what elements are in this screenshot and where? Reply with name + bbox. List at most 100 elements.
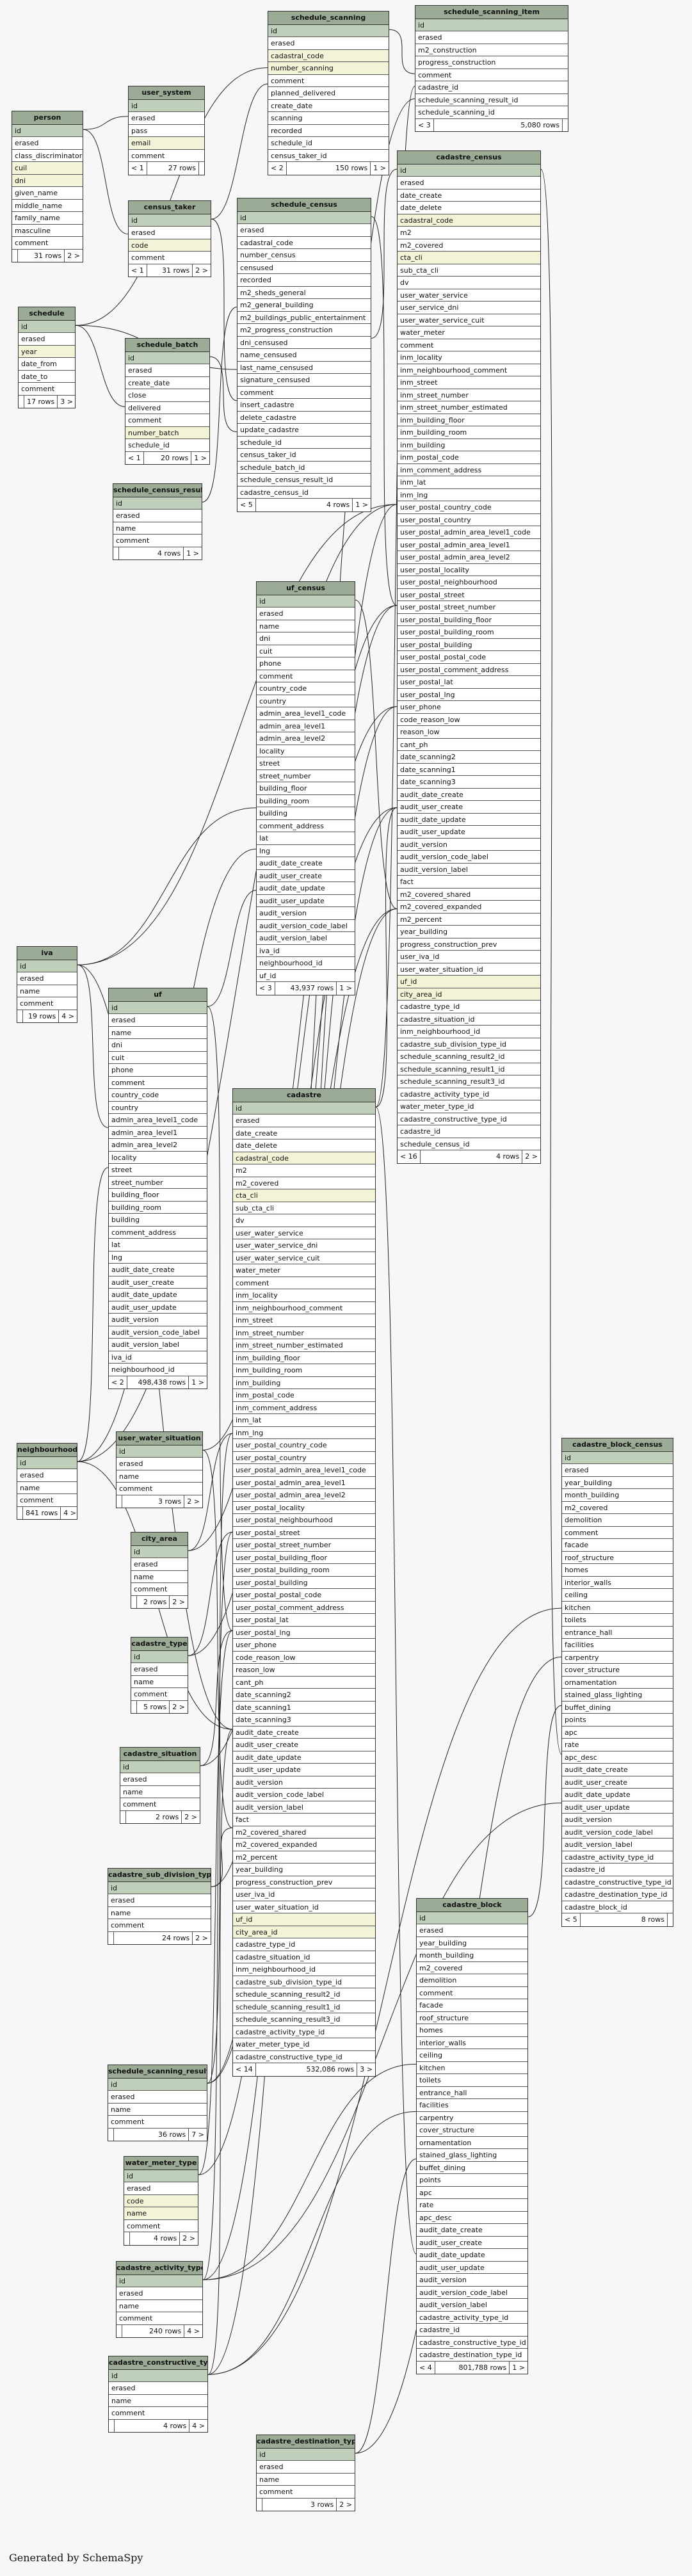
column-user-postal-building-room[interactable]: user_postal_building_room <box>233 1564 375 1577</box>
column-audit-version-code-label[interactable]: audit_version_code_label <box>417 2287 527 2299</box>
column-m2-progress-construction[interactable]: m2_progress_construction <box>237 324 371 337</box>
table-title[interactable]: iva <box>17 947 77 960</box>
column-admin-area-level2[interactable]: admin_area_level2 <box>257 732 355 745</box>
column-toilets[interactable]: toilets <box>562 1614 673 1627</box>
column-comment[interactable]: comment <box>117 1483 202 1495</box>
column-user-postal-building-room[interactable]: user_postal_building_room <box>398 626 540 639</box>
column-user-phone[interactable]: user_phone <box>398 701 540 714</box>
column-m2-percent[interactable]: m2_percent <box>398 914 540 926</box>
column-inm-building-room[interactable]: inm_building_room <box>233 1364 375 1377</box>
column-entrance-hall[interactable]: entrance_hall <box>562 1627 673 1639</box>
table-title[interactable]: user_water_situation <box>117 1432 202 1445</box>
column-audit-user-create[interactable]: audit_user_create <box>233 1739 375 1751</box>
column-apc-desc[interactable]: apc_desc <box>562 1751 673 1764</box>
column-facade[interactable]: facade <box>417 1999 527 2012</box>
column-m2[interactable]: m2 <box>233 1164 375 1177</box>
column-m2-buildings-public-entertainment[interactable]: m2_buildings_public_entertainment <box>237 312 371 324</box>
column-close[interactable]: close <box>125 389 209 402</box>
table-title[interactable]: cadastre_destination_type <box>257 2435 355 2449</box>
column-audit-version-code-label[interactable]: audit_version_code_label <box>257 920 355 932</box>
table-title[interactable]: cadastre_situation <box>120 1748 200 1761</box>
table-title[interactable]: cadastre_block <box>417 1899 527 1912</box>
table-title[interactable]: cadastre_activity_type <box>117 2262 202 2275</box>
column-schedule-scanning-id[interactable]: schedule_scanning_id <box>415 106 568 119</box>
column-audit-user-update[interactable]: audit_user_update <box>257 895 355 907</box>
column-entrance-hall[interactable]: entrance_hall <box>417 2087 527 2099</box>
column-cadastre-sub-division-type-id[interactable]: cadastre_sub_division_type_id <box>233 1976 375 1988</box>
column-audit-user-update[interactable]: audit_user_update <box>398 826 540 839</box>
column-comment[interactable]: comment <box>257 670 355 682</box>
column-m2-covered[interactable]: m2_covered <box>417 1962 527 1974</box>
column-audit-user-create[interactable]: audit_user_create <box>257 870 355 882</box>
column-number-scanning[interactable]: number_scanning <box>268 62 389 75</box>
column-code[interactable]: code <box>129 239 211 252</box>
column-create-date[interactable]: create_date <box>125 377 209 389</box>
column-audit-version[interactable]: audit_version <box>233 1776 375 1789</box>
column-name[interactable]: name <box>124 2207 198 2220</box>
column-inm-lat[interactable]: inm_lat <box>233 1414 375 1427</box>
column-name[interactable]: name <box>120 1786 200 1798</box>
column-comment-address[interactable]: comment_address <box>109 1227 207 1239</box>
table-title[interactable]: water_meter_type <box>124 2157 198 2170</box>
column-homes[interactable]: homes <box>562 1564 673 1577</box>
column-cta-cli[interactable]: cta_cli <box>233 1189 375 1202</box>
column-audit-date-create[interactable]: audit_date_create <box>398 789 540 801</box>
column-census-taker-id[interactable]: census_taker_id <box>268 150 389 162</box>
column-recorded[interactable]: recorded <box>237 274 371 287</box>
column-comment[interactable]: comment <box>109 2407 207 2420</box>
column-id[interactable]: id <box>131 1545 188 1558</box>
column-user-postal-neighbourhood[interactable]: user_postal_neighbourhood <box>233 1514 375 1527</box>
column-erased[interactable]: erased <box>108 2091 207 2104</box>
column-user-postal-building[interactable]: user_postal_building <box>233 1577 375 1589</box>
column-inm-locality[interactable]: inm_locality <box>233 1289 375 1302</box>
column-lng[interactable]: lng <box>257 845 355 857</box>
column-user-iva-id[interactable]: user_iva_id <box>398 951 540 963</box>
column-stained-glass-lighting[interactable]: stained_glass_lighting <box>562 1689 673 1702</box>
column-water-meter[interactable]: water_meter <box>398 326 540 339</box>
column-update-cadastre[interactable]: update_cadastre <box>237 424 371 437</box>
column-city-area-id[interactable]: city_area_id <box>233 1926 375 1938</box>
column-m2-covered-shared[interactable]: m2_covered_shared <box>398 889 540 901</box>
column-m2[interactable]: m2 <box>398 227 540 239</box>
table-title[interactable]: schedule_census_result <box>113 484 202 497</box>
column-inm-building-floor[interactable]: inm_building_floor <box>233 1352 375 1364</box>
column-audit-version-label[interactable]: audit_version_label <box>417 2299 527 2312</box>
column-building-floor[interactable]: building_floor <box>257 782 355 795</box>
column-name[interactable]: name <box>131 1571 188 1583</box>
column-id[interactable]: id <box>129 214 211 227</box>
column-erased[interactable]: erased <box>113 510 202 522</box>
column-erased[interactable]: erased <box>120 1773 200 1786</box>
column-inm-locality[interactable]: inm_locality <box>398 351 540 364</box>
column-inm-street-number-estimated[interactable]: inm_street_number_estimated <box>398 401 540 414</box>
column-id[interactable]: id <box>562 1451 673 1464</box>
column-user-water-service[interactable]: user_water_service <box>398 289 540 302</box>
column-water-meter-type-id[interactable]: water_meter_type_id <box>398 1100 540 1113</box>
column-comment[interactable]: comment <box>17 997 77 1010</box>
column-audit-user-update[interactable]: audit_user_update <box>109 1301 207 1314</box>
column-audit-user-create[interactable]: audit_user_create <box>398 801 540 814</box>
column-cadastre-sub-division-type-id[interactable]: cadastre_sub_division_type_id <box>398 1038 540 1051</box>
column-apc[interactable]: apc <box>562 1727 673 1739</box>
column-audit-version-code-label[interactable]: audit_version_code_label <box>562 1826 673 1839</box>
column-iva-id[interactable]: iva_id <box>257 945 355 957</box>
column-create-date[interactable]: create_date <box>268 100 389 112</box>
column-id[interactable]: id <box>19 320 75 333</box>
column-scanning[interactable]: scanning <box>268 112 389 125</box>
column-homes[interactable]: homes <box>417 2024 527 2037</box>
column-comment[interactable]: comment <box>129 252 211 264</box>
column-cuit[interactable]: cuit <box>109 1052 207 1064</box>
column-erased[interactable]: erased <box>417 1924 527 1937</box>
column-date-delete[interactable]: date_delete <box>398 202 540 214</box>
column-schedule-scanning-result1-id[interactable]: schedule_scanning_result1_id <box>233 2001 375 2013</box>
column-id[interactable]: id <box>417 1912 527 1924</box>
column-water-meter-type-id[interactable]: water_meter_type_id <box>233 2038 375 2051</box>
column-inm-neighbourhood-id[interactable]: inm_neighbourhood_id <box>233 1963 375 1976</box>
column-audit-user-update[interactable]: audit_user_update <box>417 2262 527 2274</box>
